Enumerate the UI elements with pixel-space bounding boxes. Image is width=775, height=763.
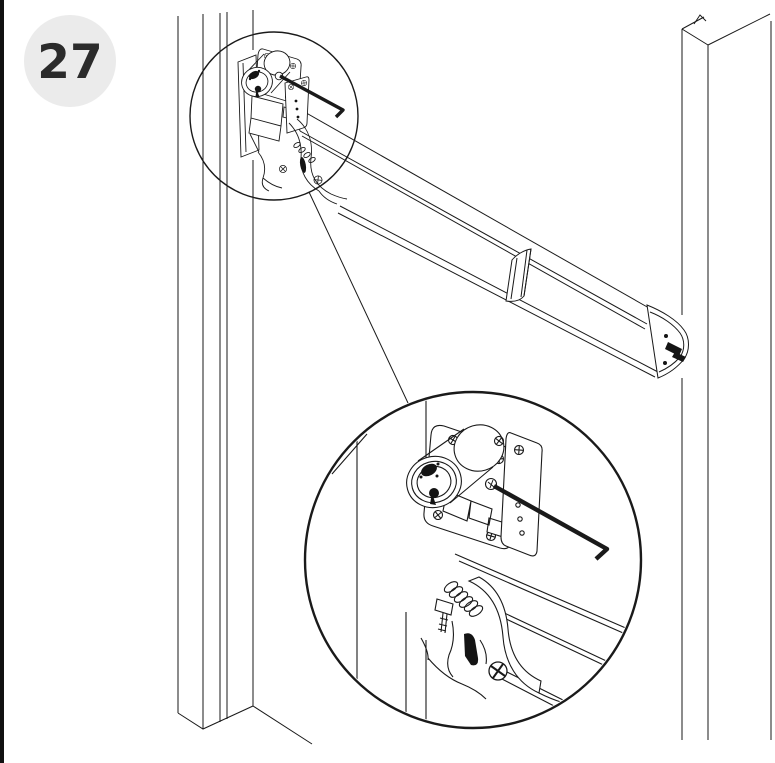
push-bar <box>293 105 689 379</box>
line-art <box>177 10 772 745</box>
magnified-detail-content <box>320 395 631 724</box>
door-frame-right-stile <box>681 13 772 740</box>
device-mechanism <box>237 48 348 205</box>
side-plate <box>284 76 310 134</box>
surface-break-marks <box>320 423 368 475</box>
magnified-door-stile <box>356 395 427 724</box>
end-cap-latch <box>663 334 686 365</box>
callout-leader-line <box>308 191 409 404</box>
magnified-detail-circle <box>303 390 643 730</box>
magnified-latch-bolt <box>464 633 479 666</box>
magnified-lock-cylinder <box>406 424 505 509</box>
magnified-allen-key <box>484 477 610 561</box>
magnified-cylinder-keyway <box>419 462 440 505</box>
bar-end-cap <box>646 304 689 379</box>
magnified-adjust-bolt <box>434 598 454 634</box>
step-badge-circle <box>24 15 116 107</box>
magnified-latch-lever <box>420 620 487 700</box>
detail-callout-circle <box>189 31 359 201</box>
bar-joint-sleeve <box>505 248 532 302</box>
door-frame-left-stile <box>177 10 313 745</box>
magnified-side-plate <box>500 432 543 557</box>
latch-lever <box>249 133 283 192</box>
page-left-border <box>0 0 4 763</box>
magnified-spring <box>443 581 484 617</box>
step-number: 27 <box>37 35 102 90</box>
step-badge: 27 <box>24 15 116 107</box>
allen-key <box>274 71 345 119</box>
magnified-phillips-screw <box>488 661 508 681</box>
cylinder-keyway <box>248 69 262 97</box>
magnified-bar-housing <box>467 576 542 694</box>
lock-cylinder <box>241 50 291 98</box>
break-mark <box>693 14 707 25</box>
magnified-push-bar <box>454 553 631 708</box>
